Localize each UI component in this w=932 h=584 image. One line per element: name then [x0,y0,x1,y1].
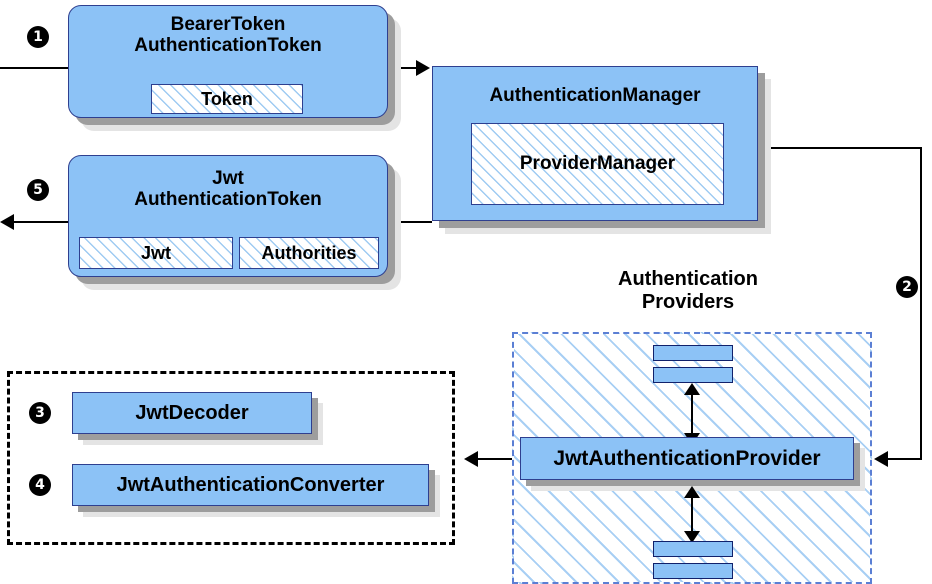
arrow-into-provider-icon [874,451,888,467]
connector-request-in [0,67,68,69]
badge-step-5: 5 [27,179,49,201]
bearer-token-title: BearerToken AuthenticationToken [134,14,322,57]
jwt-authentication-provider-label: JwtAuthenticationProvider [553,446,821,470]
badge-step-1-glyph: 1 [33,29,43,45]
jwt-decoder-label: JwtDecoder [135,401,249,424]
provider-stub-bottom-1 [653,541,733,557]
arrow-provider-bottom-down-icon [684,531,700,543]
node-bearer-token-authentication-token[interactable]: BearerToken AuthenticationToken Token [68,5,388,118]
badge-step-2-glyph: 2 [902,279,912,295]
authentication-providers-caption: Authentication Providers [578,268,798,314]
connector-into-provider [888,458,922,460]
connector-manager-to-jwt-token [388,221,432,223]
arrow-bearer-to-manager-icon [416,60,430,76]
connector-provider-to-support [478,458,520,460]
badge-step-3: 3 [29,402,51,424]
node-jwt-decoder[interactable]: JwtDecoder [72,392,312,434]
bearer-token-inner-token-label: Token [201,88,253,109]
jwt-token-inner-jwt[interactable]: Jwt [79,237,233,269]
badge-step-4-glyph: 4 [35,477,45,493]
badge-step-1: 1 [27,26,49,48]
authentication-manager-inner-provider-manager[interactable]: ProviderManager [471,123,724,205]
provider-manager-label: ProviderManager [519,153,676,175]
node-jwt-authentication-provider[interactable]: JwtAuthenticationProvider [520,437,854,480]
connector-bearer-to-manager [388,67,420,69]
jwt-token-inner-authorities[interactable]: Authorities [239,237,379,269]
badge-step-5-glyph: 5 [33,182,43,198]
badge-step-3-glyph: 3 [35,405,45,421]
provider-stub-top-2 [653,367,733,383]
jwt-token-inner-authorities-label: Authorities [261,242,357,263]
connector-provider-up-down-bottom [691,495,693,533]
bearer-token-title-line2: AuthenticationToken [134,35,322,57]
jwt-token-inner-jwt-label: Jwt [140,242,171,263]
jwt-authentication-converter-label: JwtAuthenticationConverter [116,473,385,496]
connector-provider-up-down-top [691,393,693,435]
connector-response-out [14,221,68,223]
arrow-provider-to-support-icon [464,451,478,467]
badge-step-4: 4 [29,474,51,496]
arrow-provider-top-up-icon [684,383,700,395]
bearer-token-title-line1: BearerToken [170,14,286,35]
arrow-response-out-icon [0,214,14,230]
group-jwt-support [7,371,455,545]
node-authentication-manager[interactable]: AuthenticationManager ProviderManager [432,66,758,221]
badge-step-2: 2 [896,276,918,298]
node-jwt-authentication-converter[interactable]: JwtAuthenticationConverter [72,464,429,506]
providers-caption-line2: Providers [641,291,735,313]
providers-caption-line1: Authentication [618,268,758,290]
jwt-token-title-line2: AuthenticationToken [134,189,322,211]
node-jwt-authentication-token[interactable]: Jwt AuthenticationToken Jwt Authorities [68,155,388,277]
arrow-provider-bottom-up-icon [684,486,700,498]
bearer-token-inner-token[interactable]: Token [151,84,303,114]
connector-manager-down [920,147,922,459]
provider-stub-top-1 [653,345,733,361]
provider-stub-bottom-2 [653,563,733,579]
jwt-token-title: Jwt AuthenticationToken [134,168,322,211]
connector-manager-right [758,147,922,149]
jwt-token-title-line1: Jwt [212,168,244,189]
authentication-manager-title: AuthenticationManager [489,85,701,106]
